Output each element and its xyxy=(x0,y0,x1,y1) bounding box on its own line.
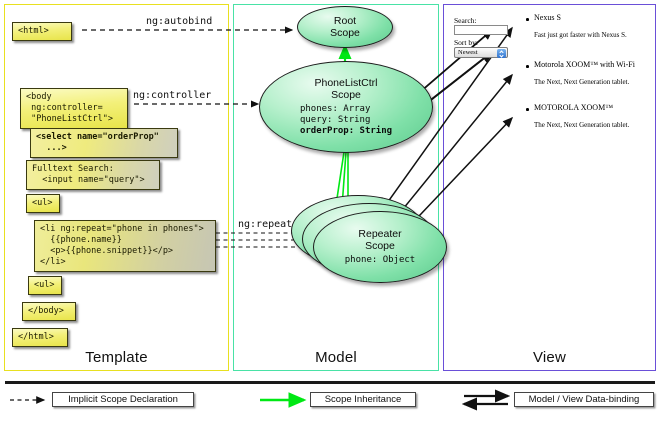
label-ng-controller: ng:controller xyxy=(133,90,212,101)
chevron-updown-icon[interactable] xyxy=(497,49,506,58)
view-sort-select[interactable]: Newest xyxy=(454,47,508,58)
legend-item-scope-inheritance: Scope Inheritance xyxy=(310,392,416,407)
list-bullet xyxy=(526,108,529,111)
view-phone-snippet: The Next, Next Generation tablet. xyxy=(534,121,630,129)
list-bullet xyxy=(526,65,529,68)
code-box-fulltext-search: Fulltext Search: <input name="query"> xyxy=(26,160,160,190)
code-box-ul-close: <ul> xyxy=(28,276,62,295)
label-ng-repeat: ng:repeat xyxy=(238,219,293,230)
code-box-html-open: <html> xyxy=(12,22,72,41)
label-ng-autobind: ng:autobind xyxy=(146,16,213,27)
panel-model: Model xyxy=(233,4,439,371)
view-sort-value: Newest xyxy=(458,49,478,56)
view-phone-title[interactable]: MOTOROLA XOOM™ xyxy=(534,103,614,112)
list-bullet xyxy=(526,18,529,21)
view-search-label: Search: xyxy=(454,16,477,25)
view-phone-snippet: The Next, Next Generation tablet. xyxy=(534,78,630,86)
panel-template-label: Template xyxy=(85,349,148,366)
code-box-ul-open: <ul> xyxy=(26,194,60,213)
panel-model-label: Model xyxy=(315,349,357,366)
panel-view-label: View xyxy=(532,349,567,366)
code-box-body-close: </body> xyxy=(22,302,76,321)
code-box-body-open: <body ng:controller= "PhoneListCtrl"> xyxy=(20,88,128,129)
legend-divider xyxy=(5,381,655,384)
scope-repeater-props: phone: Object xyxy=(344,255,416,266)
code-box-li-repeat: <li ng:repeat="phone in phones"> {{phone… xyxy=(34,220,216,272)
code-box-select: <select name="orderProp" ...> xyxy=(30,128,178,158)
view-phone-snippet: Fast just got faster with Nexus S. xyxy=(534,31,627,39)
code-box-html-close: </html> xyxy=(12,328,68,347)
view-phone-title[interactable]: Motorola XOOM™ with Wi-Fi xyxy=(534,60,635,69)
view-sort-label: Sort by: xyxy=(454,38,478,47)
legend-item-model-view-data-binding: Model / View Data-binding xyxy=(514,392,654,407)
legend-item-implicit-scope-declaration: Implicit Scope Declaration xyxy=(52,392,194,407)
view-search-input[interactable] xyxy=(454,25,508,35)
view-phone-title[interactable]: Nexus S xyxy=(534,13,561,22)
